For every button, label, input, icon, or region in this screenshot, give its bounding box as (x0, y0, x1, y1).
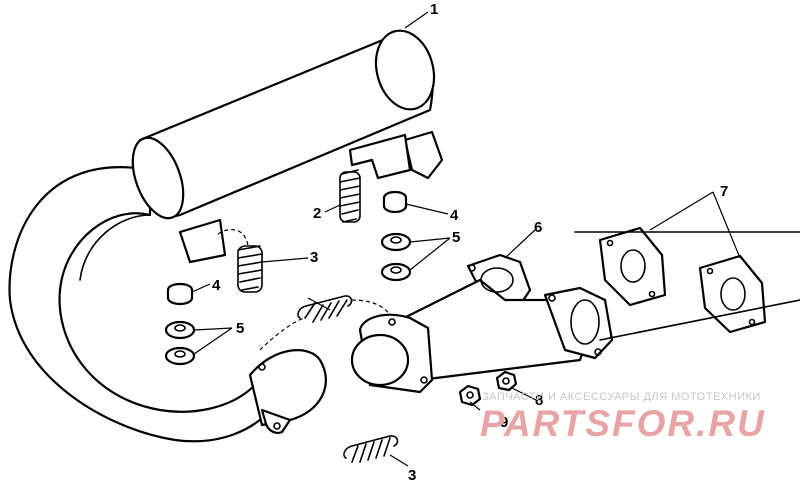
muffler-inlet-ring (131, 136, 185, 220)
watermark-caption: ЗАПЧАСТИ И АКСЕССУАРЫ ДЛЯ МОТОТЕХНИКИ (482, 391, 761, 403)
bumper-4-left (166, 282, 194, 306)
manifold-flange-lower (543, 286, 614, 360)
callout-7: 7 (720, 183, 728, 200)
muffler-outlet (403, 130, 444, 180)
callout-4-right: 4 (450, 207, 459, 224)
callout-8: 8 (535, 392, 543, 409)
nut-8 (495, 370, 518, 392)
callout-5-right: 5 (452, 229, 460, 246)
callout-3-upper: 3 (310, 249, 318, 266)
spring-3-middle (297, 295, 353, 323)
exhaust-manifold (350, 253, 614, 394)
washer-5-left-lower (164, 346, 196, 366)
watermark-brand: PARTSFOR.RU (480, 403, 766, 444)
pipe-clamp (260, 408, 292, 434)
muffler-end-cap (374, 29, 436, 111)
callout-4-left: 4 (212, 277, 221, 294)
pipe-outlet-end (248, 349, 327, 427)
spring-3-bottom (343, 435, 399, 463)
spring-3-upper-left (237, 245, 263, 293)
rear-bracket (348, 133, 412, 180)
callout-3-lower: 3 (408, 467, 416, 483)
callout-9: 9 (500, 414, 508, 431)
washer-5-left-upper (164, 320, 196, 340)
nut-9 (458, 384, 482, 407)
washer-5-right-lower (380, 262, 412, 282)
washer-5-right-upper (380, 232, 412, 252)
spring-2 (339, 169, 361, 223)
cylinder-edge (574, 231, 800, 341)
bumper-4-right (382, 190, 408, 214)
muffler-assembly (8, 29, 444, 443)
spring-path-upper (217, 229, 249, 247)
callout-6: 6 (534, 219, 542, 236)
gasket-7-right (698, 254, 767, 334)
callout-2: 2 (313, 205, 321, 222)
callout-5-left: 5 (236, 320, 244, 337)
gasket-7-left (598, 226, 667, 307)
leader-lines (191, 11, 741, 467)
manifold-inlet-ring (350, 333, 410, 387)
front-bracket (178, 218, 227, 264)
head-pipe (8, 166, 277, 443)
callout-1: 1 (430, 1, 438, 18)
